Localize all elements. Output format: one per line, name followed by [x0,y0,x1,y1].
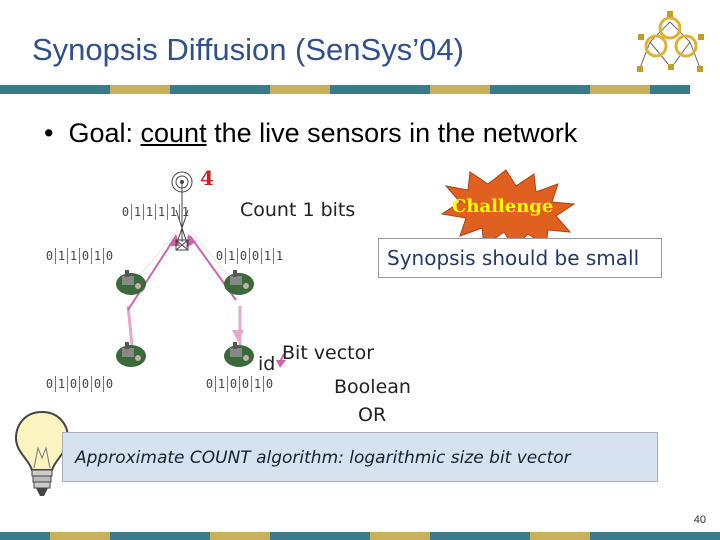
accent-segment [430,85,490,94]
bullet-suffix: the live sensors in the network [206,118,578,148]
bit-vector-label: Bit vector [282,342,375,364]
boolean-label: Boolean [334,376,411,398]
slide-title: Synopsis Diffusion (SenSys’04) [32,32,464,67]
bullet-underlined: count [140,118,207,148]
accent-segment [270,85,330,94]
challenge-label: Challenge [452,196,554,217]
accent-segment [50,532,110,540]
accent-segment [110,85,170,94]
network-logo-icon [637,11,704,72]
challenge-burst-icon [440,169,576,248]
accent-segment [370,532,430,540]
id-label: id [258,353,276,375]
antenna-icon [171,171,193,251]
link-top-left [127,235,177,311]
link-left [126,305,134,346]
approx-count-box: Approximate COUNT algorithm: logarithmic… [62,432,658,482]
hop-count: 4 [200,166,214,190]
sensor-node-icon [224,342,254,367]
sensor-node-icon [116,270,146,295]
lightbulb-icon [14,410,70,496]
accent-segment [530,532,590,540]
goal-bullet: • Goal: count the live sensors in the ne… [44,118,578,148]
slide-number: 40 [693,514,706,526]
footer-bar [0,532,720,540]
accent-segment [590,85,650,94]
title-underline-bar [0,85,690,94]
accent-segment [210,532,270,540]
or-label: OR [358,404,387,426]
bullet-prefix: Goal: [68,118,141,148]
count-bits-label: Count 1 bits [240,199,356,221]
sensor-node-icon [224,270,254,295]
sensor-node-icon [116,342,146,367]
synopsis-small-box: Synopsis should be small [378,238,662,278]
